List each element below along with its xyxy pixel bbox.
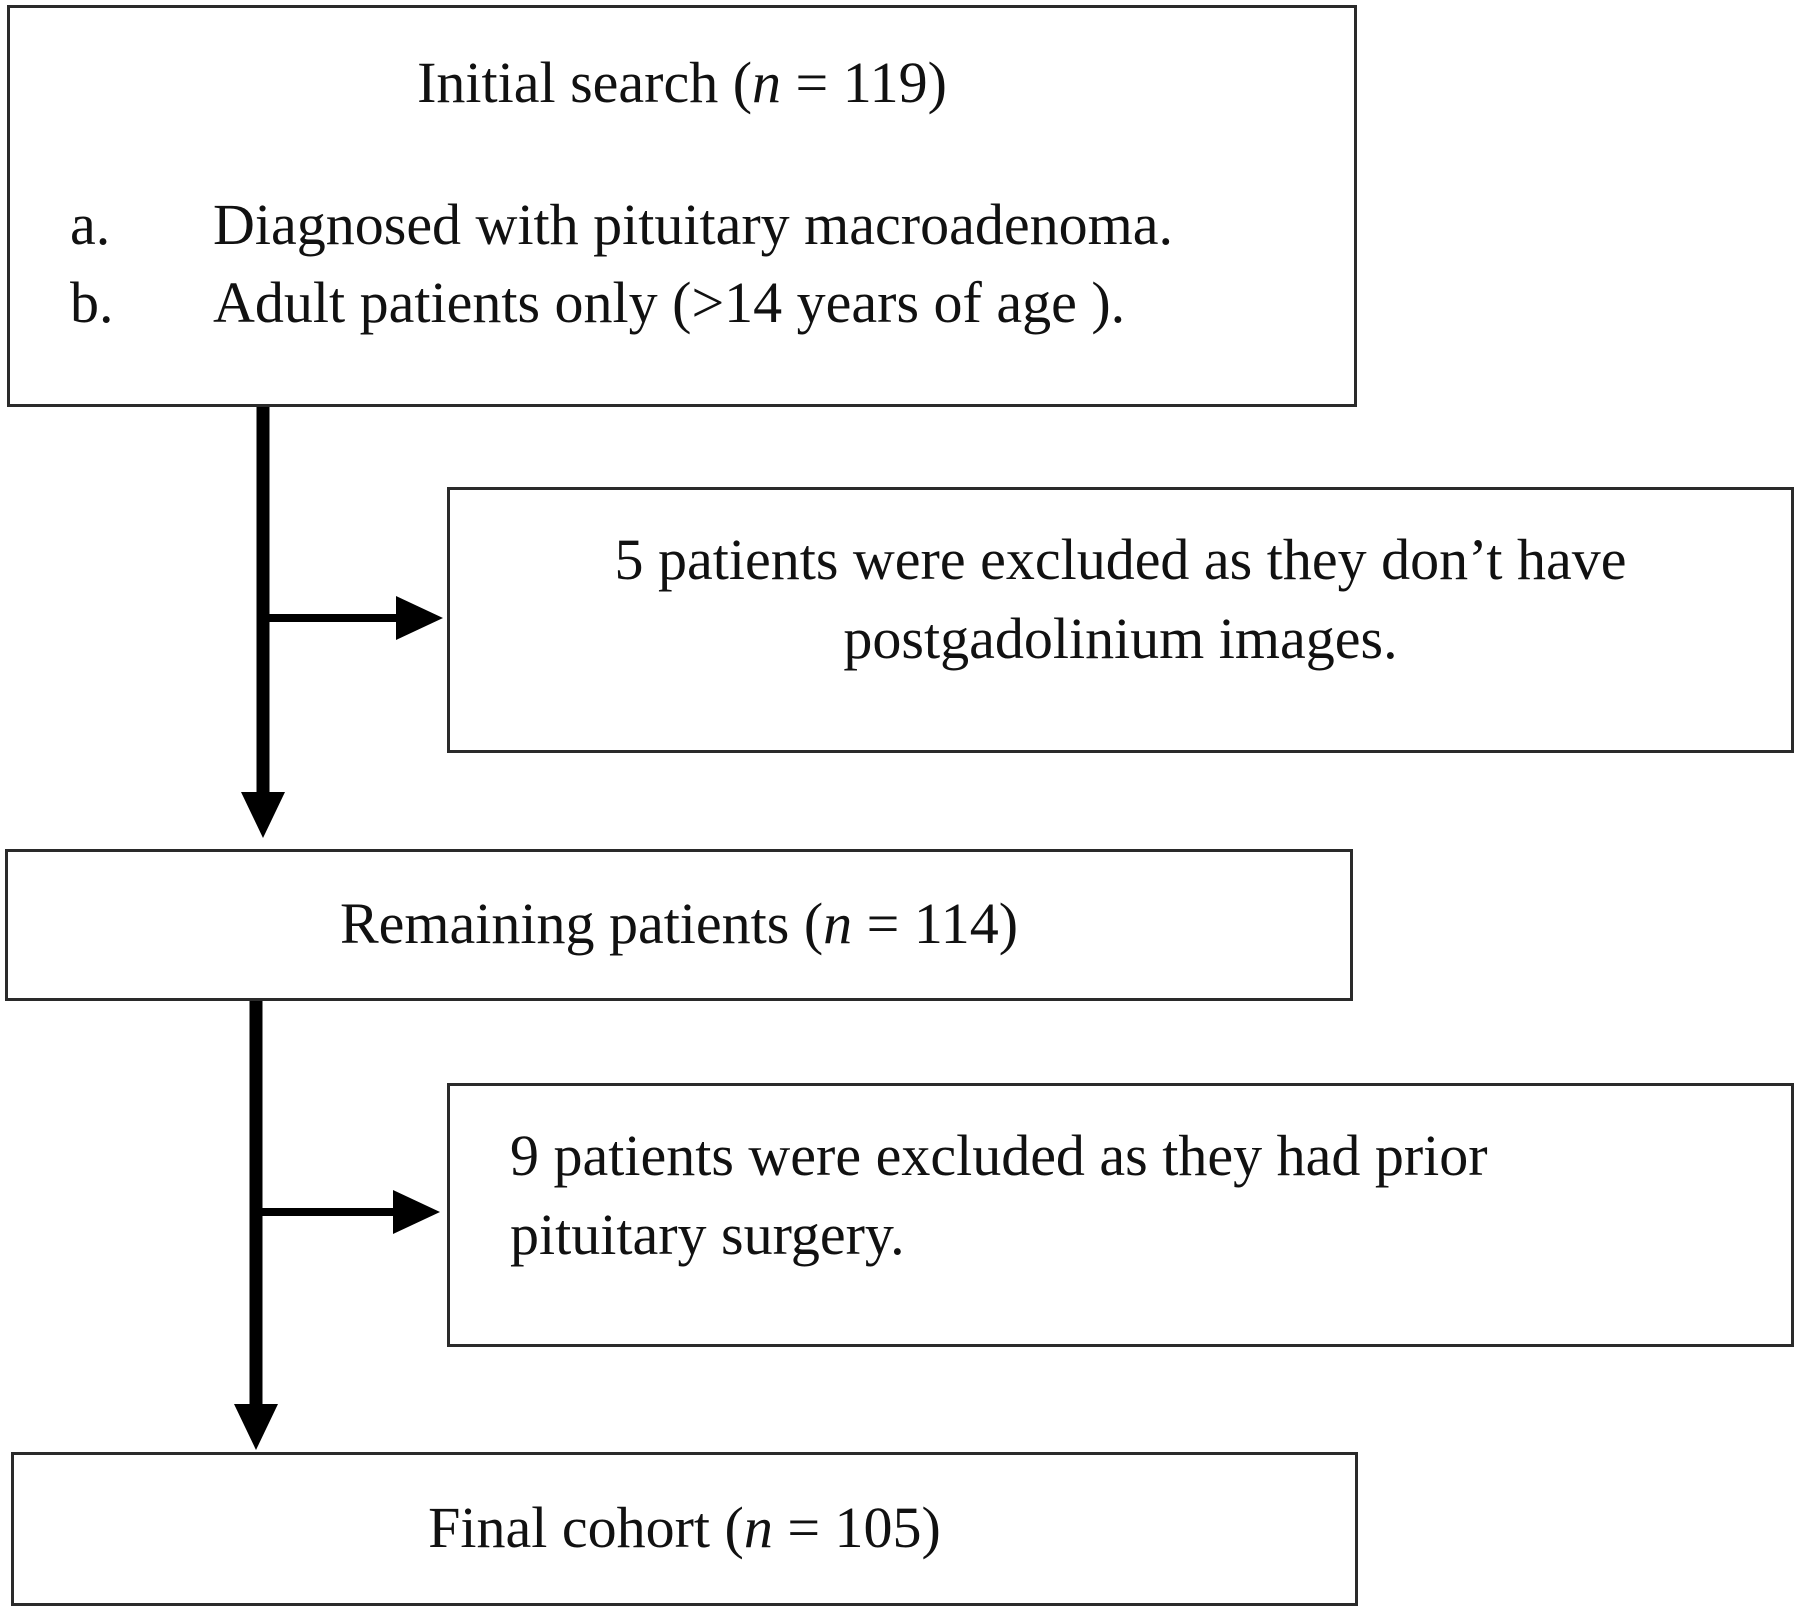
remaining-patients-title: Remaining patients (n = 114) <box>8 895 1350 953</box>
exclusion-2-line-2: pituitary surgery. <box>510 1202 905 1267</box>
initial-search-count: = 119) <box>781 50 947 115</box>
final-cohort-box: Final cohort (n = 105) <box>11 1452 1358 1606</box>
criterion-a-marker: a. <box>70 192 111 257</box>
remaining-patients-label: Remaining patients ( <box>339 891 824 956</box>
exclusion-1-line-1: 5 patients were excluded as they don’t h… <box>614 527 1627 592</box>
exclusion-1-line-2: postgadolinium images. <box>843 606 1398 671</box>
remaining-patients-box: Remaining patients (n = 114) <box>5 849 1353 1001</box>
criterion-b-marker: b. <box>70 270 114 335</box>
criterion-a-text: Diagnosed with pituitary macroadenoma. <box>213 192 1173 257</box>
arrow-initial-to-remaining-head <box>241 792 285 838</box>
exclusion-2-line-1: 9 patients were excluded as they had pri… <box>510 1123 1488 1188</box>
arrow-to-exclusion-2-head <box>393 1190 440 1234</box>
remaining-patients-count: = 114) <box>852 891 1019 956</box>
arrow-remaining-to-final-head <box>234 1404 278 1450</box>
n-variable: n <box>752 50 782 115</box>
n-variable: n <box>823 891 853 956</box>
exclusion-1-box: 5 patients were excluded as they don’t h… <box>447 487 1794 753</box>
final-cohort-label: Final cohort ( <box>428 1495 744 1560</box>
initial-search-title: Initial search (n = 119) <box>10 54 1354 112</box>
final-cohort-title: Final cohort (n = 105) <box>14 1499 1355 1557</box>
criterion-b-text: Adult patients only (>14 years of age ). <box>213 270 1126 335</box>
initial-search-label: Initial search ( <box>417 50 753 115</box>
exclusion-2-box: 9 patients were excluded as they had pri… <box>447 1083 1794 1347</box>
arrow-to-exclusion-1-head <box>396 596 443 640</box>
initial-search-box: Initial search (n = 119) a. Diagnosed wi… <box>7 5 1357 407</box>
final-cohort-count: = 105) <box>772 1495 941 1560</box>
n-variable: n <box>743 1495 773 1560</box>
